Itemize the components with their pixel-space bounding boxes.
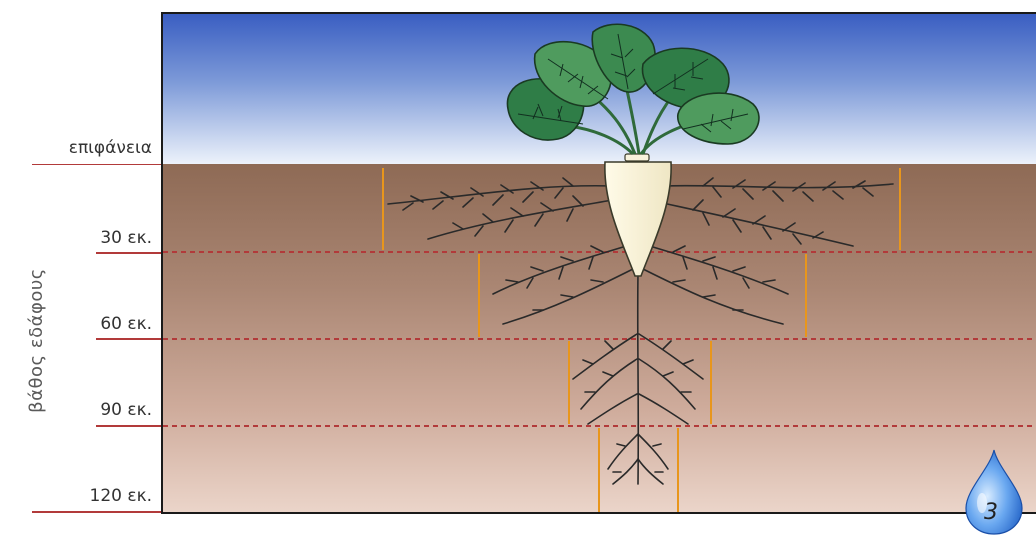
depth-marker-60 <box>96 338 162 340</box>
soil-profile-illustration <box>161 12 1036 514</box>
depth-label-30: 30 εκ. <box>34 228 152 248</box>
surface-marker-line <box>32 164 162 165</box>
beet-crown <box>625 154 649 161</box>
soil-depth-axis-text: βάθος εδάφους <box>26 268 47 413</box>
depth-marker-120 <box>32 511 162 513</box>
depth-label-120: 120 εκ. <box>34 486 152 506</box>
depth-label-90: 90 εκ. <box>34 400 152 420</box>
soil-profile-svg <box>163 14 1036 514</box>
surface-label: επιφάνεια <box>34 138 152 158</box>
depth-label-60: 60 εκ. <box>34 314 152 334</box>
page-badge-number: 3 <box>962 500 1020 525</box>
depth-marker-90 <box>96 425 162 427</box>
depth-marker-30 <box>96 252 162 254</box>
